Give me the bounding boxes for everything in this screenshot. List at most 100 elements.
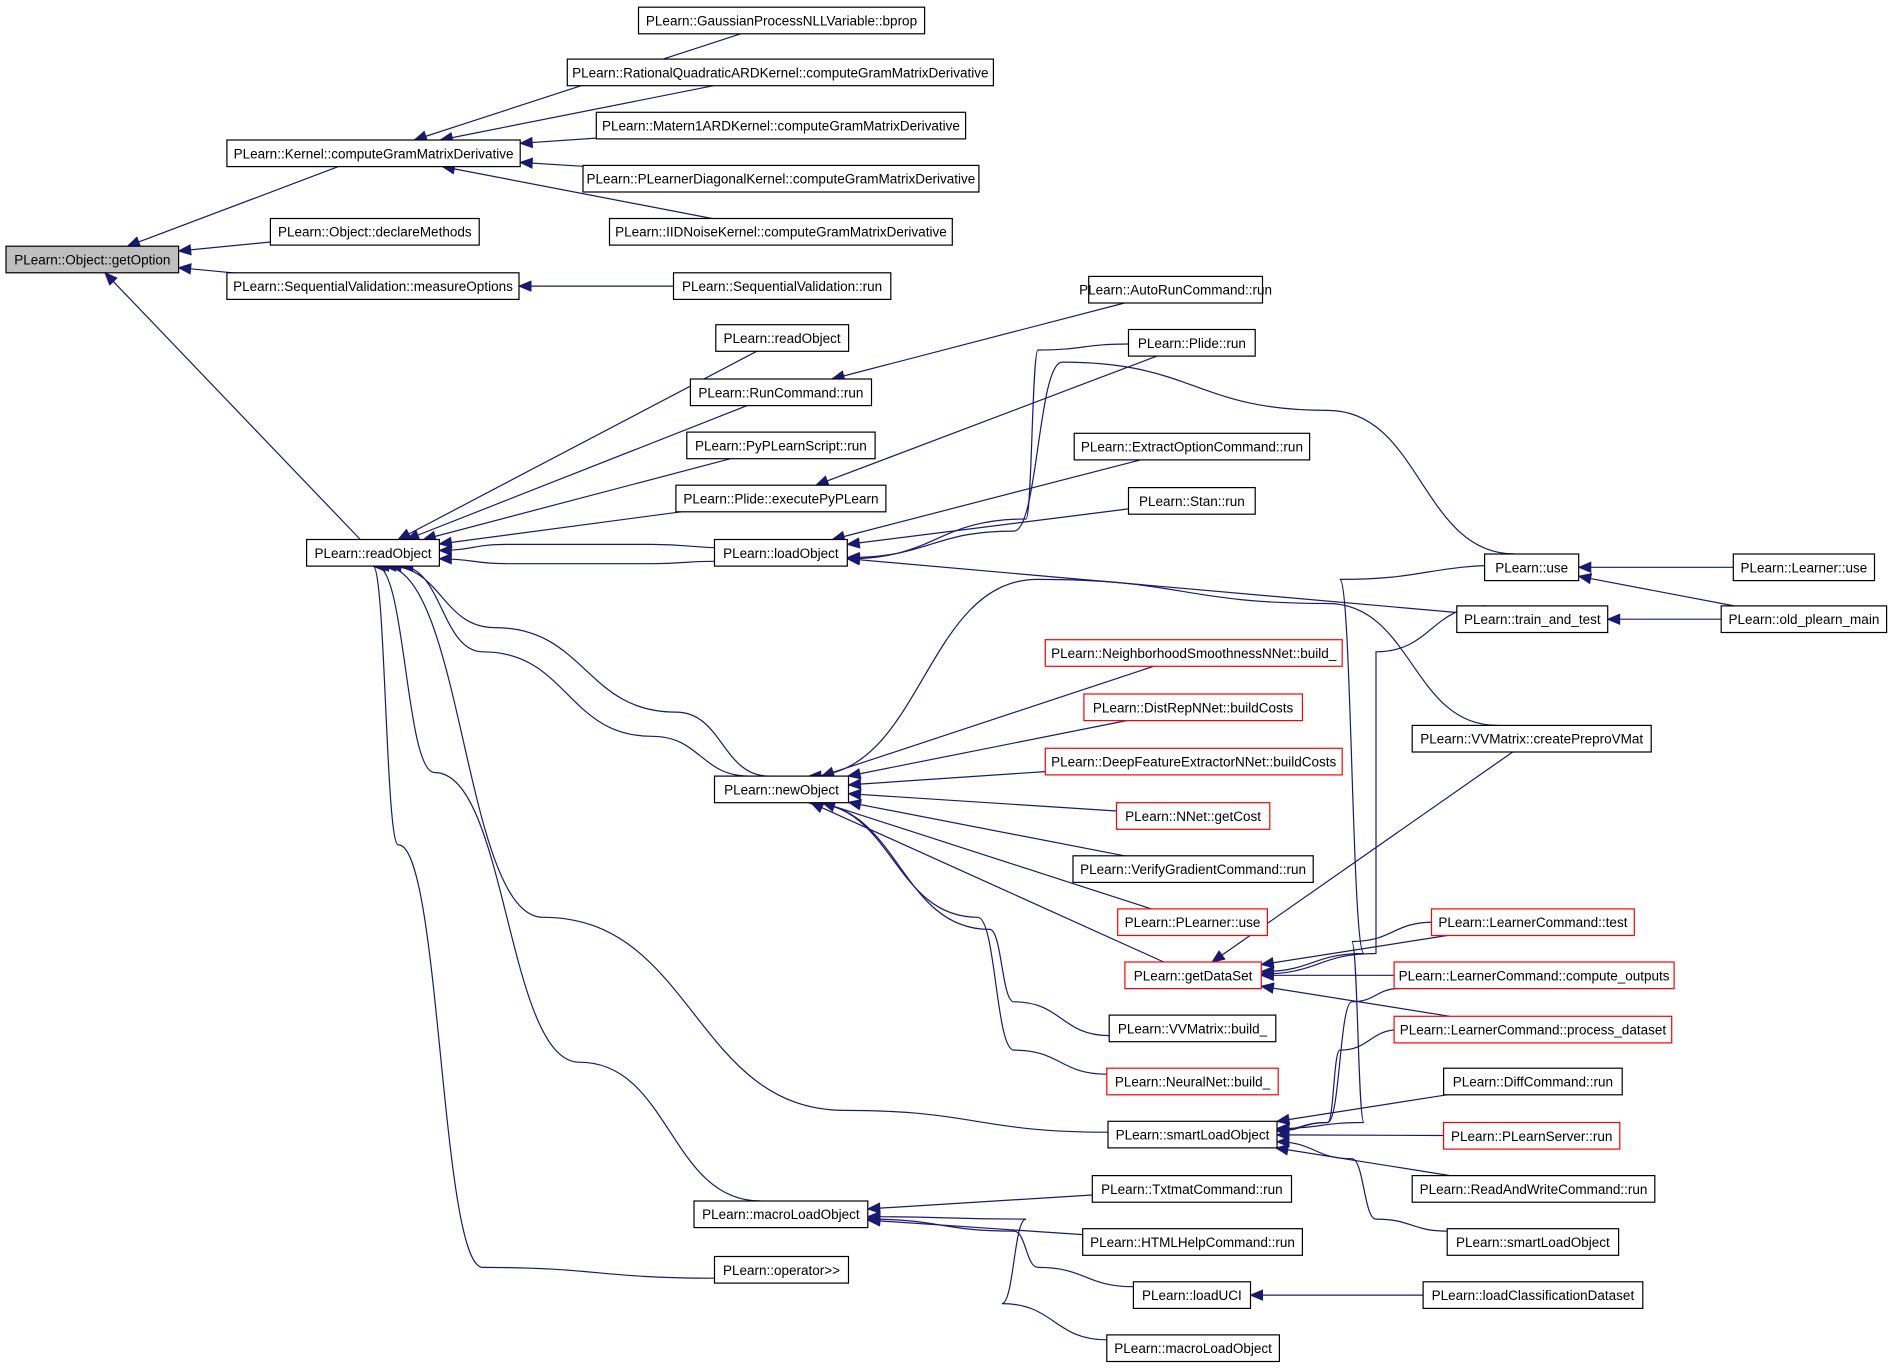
edge-line xyxy=(808,578,1497,777)
node-htmlHelp[interactable]: PLearn::HTMLHelpCommand::run xyxy=(1082,1228,1303,1256)
node-label: PLearn::GaussianProcessNLLVariable::bpro… xyxy=(646,14,917,29)
node-label: PLearn::Plide::executePyPLearn xyxy=(683,492,878,507)
edge-neuralBuild-to-newObject xyxy=(807,796,1107,1075)
node-loadObject[interactable]: PLearn::loadObject xyxy=(713,538,848,567)
edge-line xyxy=(808,802,1110,1037)
node-newObject[interactable]: PLearn::newObject xyxy=(713,775,850,804)
node-box xyxy=(306,538,441,567)
node-plUse[interactable]: PLearn::PLearner::use xyxy=(1117,908,1268,937)
edge-macroLoad2-to-macroLoad xyxy=(866,1210,1107,1341)
edge-autoRun-to-runCmd xyxy=(830,302,1125,382)
node-lcTest[interactable]: PLearn::LearnerCommand::test xyxy=(1430,908,1635,937)
edge-line xyxy=(1261,605,1488,975)
node-lcCompute[interactable]: PLearn::LearnerCommand::compute_outputs xyxy=(1393,961,1675,990)
node-box xyxy=(1127,487,1256,515)
edge-line xyxy=(847,720,1127,777)
node-box xyxy=(1072,855,1314,883)
arrowhead xyxy=(517,280,532,292)
node-plDiag[interactable]: PLearn::PLearnerDiagonalKernel::computeG… xyxy=(582,164,980,193)
edge-line xyxy=(1276,1094,1448,1122)
node-readObject[interactable]: PLearn::readObject xyxy=(306,538,441,567)
node-loadUCI[interactable]: PLearn::loadUCI xyxy=(1132,1281,1252,1310)
node-label: PLearn::NNet::getCost xyxy=(1125,809,1261,824)
node-plServer[interactable]: PLearn::PLearnServer::run xyxy=(1442,1121,1621,1150)
node-deepFeat[interactable]: PLearn::DeepFeatureExtractorNNet::buildC… xyxy=(1044,747,1343,776)
node-txtmat[interactable]: PLearn::TxtmatCommand::run xyxy=(1091,1174,1293,1203)
node-diffCmd[interactable]: PLearn::DiffCommand::run xyxy=(1442,1067,1623,1096)
nodes-layer: PLearn::Object::getOption PLearn::Kernel:… xyxy=(5,6,1888,1363)
node-plideExec[interactable]: PLearn::Plide::executePyPLearn xyxy=(675,484,887,513)
edge-matern-to-kernelCGMD xyxy=(518,136,597,149)
edge-line xyxy=(414,33,741,141)
arrowhead xyxy=(1249,1289,1263,1301)
edge-use-to-loadObject xyxy=(845,361,1515,564)
arrowhead xyxy=(104,271,118,286)
arrowhead xyxy=(1577,561,1592,574)
node-readWrite[interactable]: PLearn::ReadAndWriteCommand::run xyxy=(1411,1174,1656,1203)
edge-line xyxy=(821,665,1154,777)
node-oldMain[interactable]: PLearn::old_plearn_main xyxy=(1720,605,1888,634)
node-svMeasure[interactable]: PLearn::SequentialValidation::measureOpt… xyxy=(226,272,520,300)
node-box xyxy=(713,775,850,804)
node-label: PLearn::PyPLearnScript::run xyxy=(695,438,867,453)
node-distRep[interactable]: PLearn::DistRepNNet::buildCosts xyxy=(1083,693,1304,722)
node-neuralBuild[interactable]: PLearn::NeuralNet::build_ xyxy=(1106,1067,1279,1096)
node-operator[interactable]: PLearn::operator>> xyxy=(713,1255,850,1284)
node-box xyxy=(1393,1015,1673,1044)
node-box xyxy=(582,164,980,193)
node-pyScript[interactable]: PLearn::PyPLearnScript::run xyxy=(686,431,876,460)
node-smartLoad2[interactable]: PLearn::smartLoadObject xyxy=(1446,1228,1620,1256)
node-vvBuild[interactable]: PLearn::VVMatrix::build_ xyxy=(1108,1014,1277,1043)
node-label: PLearn::Stan::run xyxy=(1139,494,1245,509)
node-stanRun[interactable]: PLearn::Stan::run xyxy=(1127,487,1256,515)
node-macroLoad[interactable]: PLearn::macroLoadObject xyxy=(693,1200,869,1229)
node-trainTest[interactable]: PLearn::train_and_test xyxy=(1456,605,1609,634)
node-label: PLearn::Kernel::computeGramMatrixDerivat… xyxy=(234,146,514,161)
edge-svMeasure-to-root xyxy=(177,263,233,275)
node-box xyxy=(715,324,850,352)
node-box xyxy=(1073,432,1311,461)
node-loadClass[interactable]: PLearn::loadClassificationDataset xyxy=(1422,1281,1644,1310)
node-vvPrepro[interactable]: PLearn::VVMatrix::createPreproVMat xyxy=(1411,724,1652,753)
node-label: PLearn::loadObject xyxy=(723,546,839,561)
edge-nnetCost-to-newObject xyxy=(847,788,1117,812)
node-nnetCost[interactable]: PLearn::NNet::getCost xyxy=(1115,802,1271,830)
node-box xyxy=(1044,747,1343,776)
arrowhead xyxy=(847,778,862,790)
node-plideRun[interactable]: PLearn::Plide::run xyxy=(1127,328,1256,357)
node-box xyxy=(1108,1014,1277,1043)
node-macroLoad2[interactable]: PLearn::macroLoadObject xyxy=(1106,1334,1281,1363)
node-gpBprop[interactable]: PLearn::GaussianProcessNLLVariable::bpro… xyxy=(637,6,926,35)
node-label: PLearn::PLearnServer::run xyxy=(1451,1129,1612,1144)
node-kernelCGMD[interactable]: PLearn::Kernel::computeGramMatrixDerivat… xyxy=(226,139,521,168)
node-label: PLearn::LearnerCommand::process_dataset xyxy=(1400,1023,1667,1038)
node-declareMethods[interactable]: PLearn::Object::declareMethods xyxy=(269,217,480,246)
node-svRun[interactable]: PLearn::SequentialValidation::run xyxy=(672,272,892,300)
node-label: PLearn::loadClassificationDataset xyxy=(1432,1288,1635,1303)
node-label: PLearn::DistRepNNet::buildCosts xyxy=(1093,700,1294,715)
node-extractOpt[interactable]: PLearn::ExtractOptionCommand::run xyxy=(1073,432,1311,461)
node-nsNNet[interactable]: PLearn::NeighborhoodSmoothnessNNet::buil… xyxy=(1044,639,1343,667)
node-box xyxy=(1083,693,1304,722)
node-box xyxy=(1720,605,1888,634)
node-learnerUse[interactable]: PLearn::Learner::use xyxy=(1732,553,1876,582)
node-smartLoad[interactable]: PLearn::smartLoadObject xyxy=(1107,1120,1278,1149)
edge-declareMethods-to-root xyxy=(177,241,271,256)
node-runCmd[interactable]: PLearn::RunCommand::run xyxy=(689,378,873,407)
node-matern[interactable]: PLearn::Matern1ARDKernel::computeGramMat… xyxy=(595,111,967,140)
arrowhead xyxy=(1211,950,1226,963)
edge-line xyxy=(822,802,1152,910)
node-label: PLearn::RunCommand::run xyxy=(698,385,863,400)
node-root[interactable]: PLearn::Object::getOption xyxy=(5,245,180,274)
node-readObject2[interactable]: PLearn::readObject xyxy=(715,324,850,352)
node-lcProcess[interactable]: PLearn::LearnerCommand::process_dataset xyxy=(1393,1015,1673,1044)
node-iidNoise[interactable]: PLearn::IIDNoiseKernel::computeGramMatri… xyxy=(608,217,953,246)
node-getDataSet[interactable]: PLearn::getDataSet xyxy=(1124,961,1262,990)
node-autoRun[interactable]: PLearn::AutoRunCommand::run xyxy=(1079,275,1272,304)
node-box xyxy=(1124,961,1262,990)
edge-readWrite-to-smartLoad xyxy=(1274,1144,1451,1177)
node-verifyGrad[interactable]: PLearn::VerifyGradientCommand::run xyxy=(1072,855,1314,883)
node-rqArd[interactable]: PLearn::RationalQuadraticARDKernel::comp… xyxy=(566,58,994,87)
node-use[interactable]: PLearn::use xyxy=(1483,553,1580,582)
arrowhead xyxy=(518,157,534,169)
